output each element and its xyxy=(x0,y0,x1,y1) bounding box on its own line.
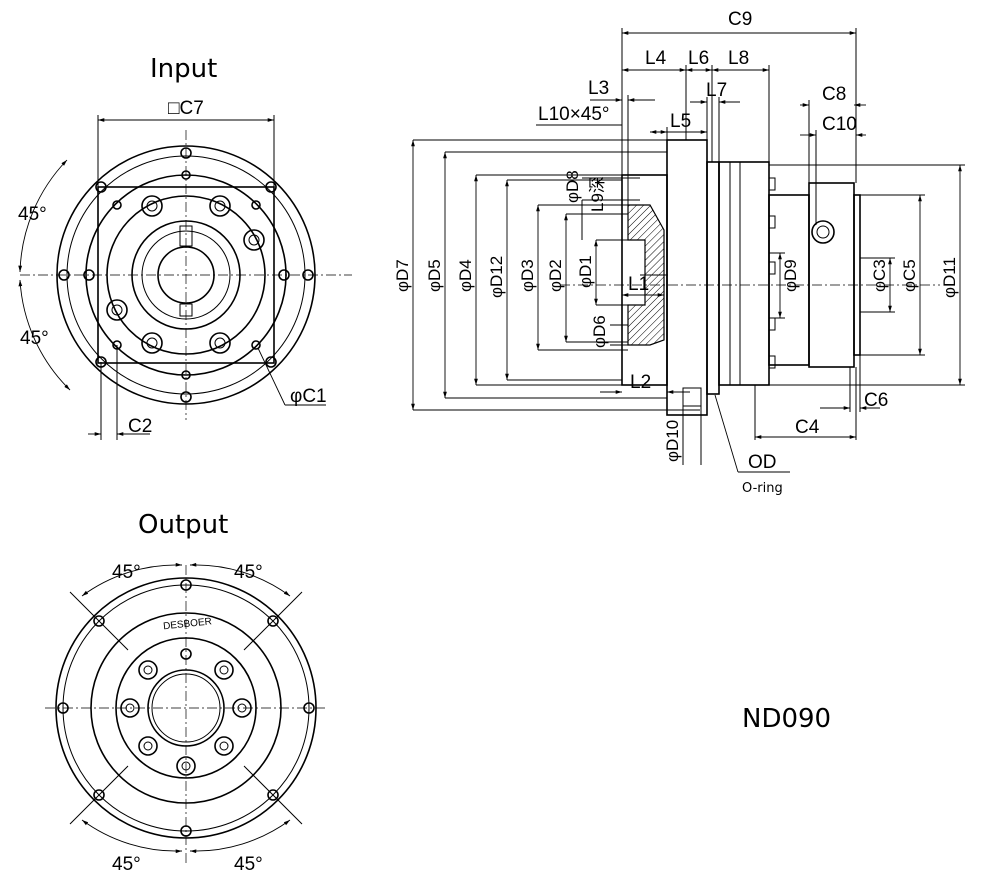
d4-label: φD4 xyxy=(456,259,475,292)
l8-label: L8 xyxy=(728,48,749,69)
d1-label: φD1 xyxy=(576,255,595,288)
l4-label: L4 xyxy=(645,48,667,69)
d5-label: φD5 xyxy=(425,259,444,292)
d10-label: φD10 xyxy=(663,420,682,462)
l2-label: L2 xyxy=(630,372,651,393)
c6-label: C6 xyxy=(864,390,888,411)
od-label: OD xyxy=(748,452,777,473)
input-bore xyxy=(157,246,215,304)
d2-label: φD2 xyxy=(546,259,565,292)
l6-label: L6 xyxy=(688,48,709,69)
output-bore xyxy=(147,669,225,747)
c8-label: C8 xyxy=(822,84,846,105)
output-flange-outer xyxy=(55,577,317,839)
c2-label: C2 xyxy=(128,416,152,437)
angle-bottom-label: 45° xyxy=(20,328,49,349)
c3-label: φC3 xyxy=(870,259,889,292)
model-label: ND090 xyxy=(742,704,832,734)
angle-tl-label: 45° xyxy=(112,562,141,583)
c10-label: C10 xyxy=(822,114,857,135)
l7-label: L7 xyxy=(706,80,727,101)
angle-tr-label: 45° xyxy=(234,562,263,583)
main-flange xyxy=(666,139,708,416)
input-title: Input xyxy=(150,54,218,84)
c9-label: C9 xyxy=(728,9,752,30)
l5-label: L5 xyxy=(670,111,691,132)
angle-br-label: 45° xyxy=(234,854,263,875)
brand-label: DESBOER xyxy=(163,616,213,632)
c4-label: C4 xyxy=(795,417,820,438)
input-square-flange xyxy=(97,186,275,364)
input-view: □C7 45° 45° φC1 C2 xyxy=(18,98,352,440)
l10-label: L10×45° xyxy=(538,104,610,125)
l3-label: L3 xyxy=(588,78,609,99)
side-view: C9 L4 L6 L8 L3 L7 L10×45° L5 C8 C10 φD8 … xyxy=(393,9,965,473)
output-title: Output xyxy=(138,510,229,540)
d9-label: φD9 xyxy=(781,259,800,292)
d8-label: φD8 xyxy=(563,170,582,203)
c7-label: □C7 xyxy=(168,98,204,119)
angle-bl-label: 45° xyxy=(112,854,141,875)
d7-label: φD7 xyxy=(393,259,412,292)
output-view: 45° 45° 45° 45° DESBOER xyxy=(45,562,328,875)
d12-label: φD12 xyxy=(487,256,506,298)
d3-label: φD3 xyxy=(518,259,537,292)
housing xyxy=(718,161,770,386)
input-flange-outer xyxy=(56,145,316,405)
d6-label: φD6 xyxy=(590,315,609,348)
l1-label: L1 xyxy=(628,274,649,295)
d11-label: φD11 xyxy=(940,257,959,298)
angle-top-label: 45° xyxy=(18,204,47,225)
l9-label: L9深 xyxy=(588,176,607,212)
c1-label: φC1 xyxy=(290,386,327,407)
c5-label: φC5 xyxy=(900,259,919,292)
oring-label: O-ring xyxy=(742,481,783,496)
